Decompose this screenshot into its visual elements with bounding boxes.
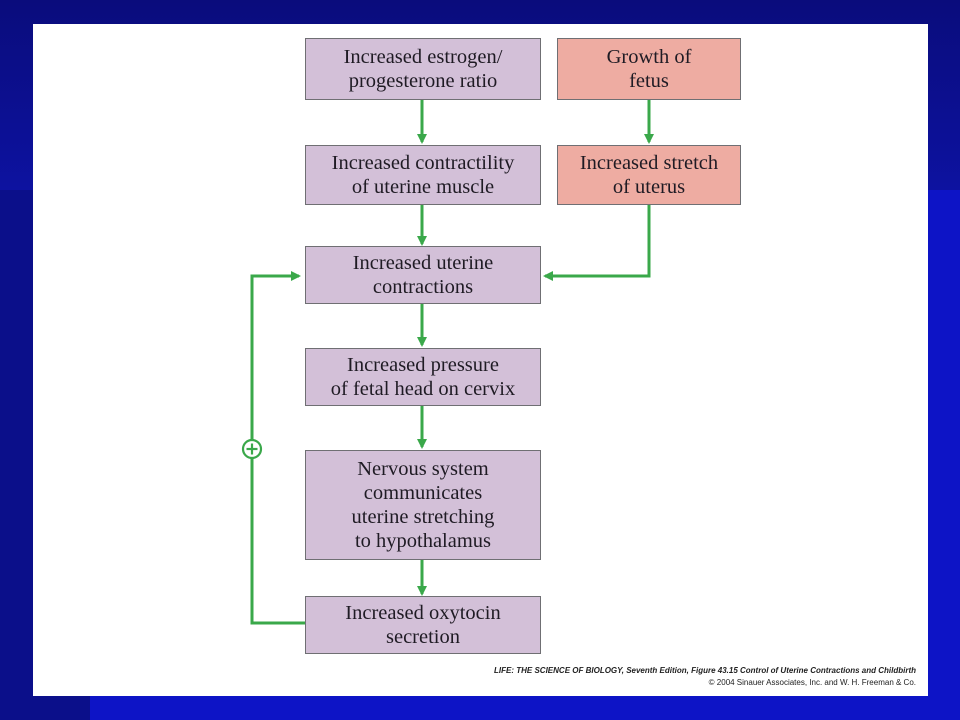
box-oxytocin-secretion: Increased oxytocin secretion: [305, 596, 541, 654]
flow-arrows: [241, 100, 654, 625]
box-estrogen-ratio: Increased estrogen/ progesterone ratio: [305, 38, 541, 100]
box-growth-of-fetus: Growth of fetus: [557, 38, 741, 100]
box-contractility: Increased contractility of uterine muscl…: [305, 145, 541, 205]
box-uterine-contractions: Increased uterine contractions: [305, 246, 541, 304]
copyright-notice: © 2004 Sinauer Associates, Inc. and W. H…: [708, 678, 916, 687]
box-nervous-system: Nervous system communicates uterine stre…: [305, 450, 541, 560]
box-stretch-of-uterus: Increased stretch of uterus: [557, 145, 741, 205]
slide-content: Increased estrogen/ progesterone ratio G…: [33, 24, 928, 696]
positive-feedback-icon: [241, 438, 263, 460]
figure-caption: LIFE: THE SCIENCE OF BIOLOGY, Seventh Ed…: [494, 666, 916, 675]
background-band-bottom: [90, 696, 960, 720]
box-fetal-head-pressure: Increased pressure of fetal head on cerv…: [305, 348, 541, 406]
arrow-stretch-to-contractions: [543, 205, 651, 281]
background-band-right: [928, 190, 960, 720]
